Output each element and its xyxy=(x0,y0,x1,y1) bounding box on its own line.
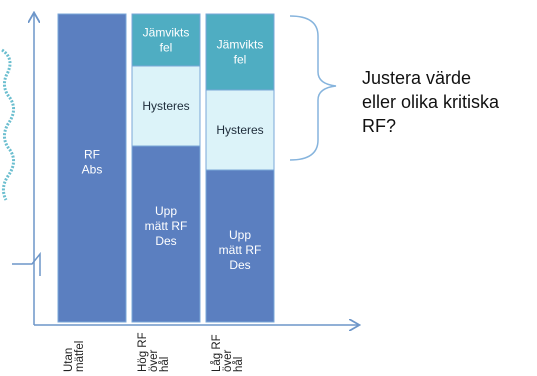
bar-segment-label: Hysteres xyxy=(142,99,189,113)
curly-brace xyxy=(289,15,337,161)
bar-segment xyxy=(131,13,201,67)
category-label: Utanmätfel xyxy=(63,341,86,372)
bar-segment xyxy=(131,65,201,147)
category-label: Hög RFöverhål xyxy=(137,332,171,372)
category-label: Låg RFöverhål xyxy=(211,334,245,372)
axis-break-marker xyxy=(12,251,41,276)
bar-segment xyxy=(205,169,275,323)
bar-segment xyxy=(205,13,275,91)
bar-segment xyxy=(57,13,127,323)
category-labels: Utanmätfel Hög RFöverhål Låg RFöverhål xyxy=(63,332,245,372)
wave-decoration xyxy=(1,48,15,201)
bar-segment-label: Hysteres xyxy=(216,123,263,137)
